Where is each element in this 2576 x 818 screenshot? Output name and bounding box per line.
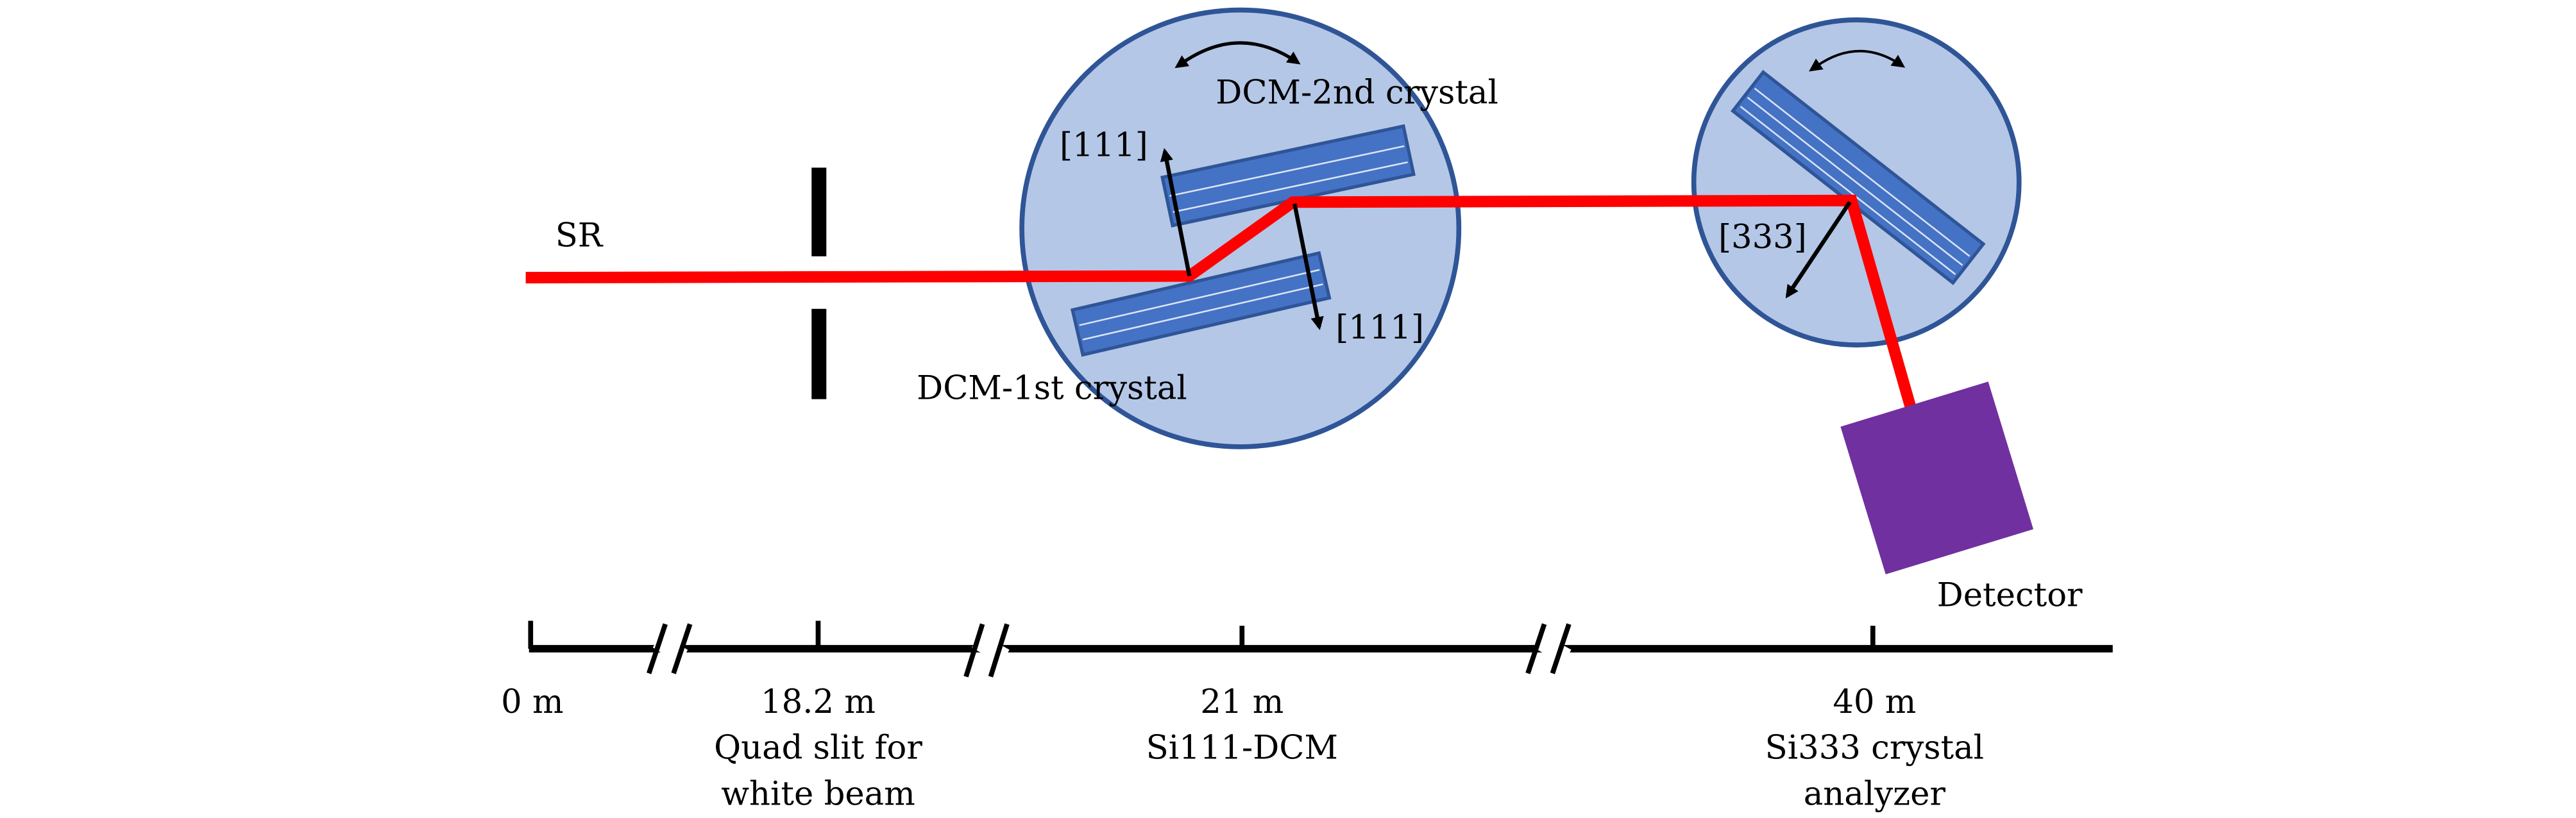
miller-arrow-analyzer-icon xyxy=(1785,201,1852,299)
miller-arrow-up-icon xyxy=(1160,147,1192,277)
dcm-1st-crystal xyxy=(1070,251,1332,357)
scale-desc-2a: Si111-DCM xyxy=(1146,729,1338,767)
miller-up-label: [111] xyxy=(1060,126,1148,165)
sr-label: SR xyxy=(555,216,604,255)
scale-distance-0: 0 m xyxy=(501,683,563,721)
scale-desc-1a: Quad slit for xyxy=(714,729,922,767)
dcm-2nd-label: DCM-2nd crystal xyxy=(1216,74,1498,112)
dcm-rotation-arrow-icon xyxy=(1174,41,1301,69)
x-ray-beam xyxy=(525,194,1917,409)
scale-desc-3a: Si333 crystal xyxy=(1765,729,1984,767)
scale-distance-1: 18.2 m xyxy=(761,683,876,721)
miller-analyzer-label: [333] xyxy=(1718,218,1807,256)
distance-scale xyxy=(528,621,2113,678)
dcm-2nd-crystal xyxy=(1160,124,1416,228)
scale-distance-2: 21 m xyxy=(1200,683,1284,721)
detector-label: Detector xyxy=(1937,576,2083,614)
detector xyxy=(1840,381,2033,574)
miller-arrow-down-icon xyxy=(1292,203,1324,330)
scale-desc-1b: white beam xyxy=(721,774,915,813)
miller-down-label: [111] xyxy=(1335,308,1424,347)
analyzer-rotation-arrow-icon xyxy=(1809,49,1906,72)
dcm-1st-label: DCM-1st crystal xyxy=(917,369,1187,408)
scale-desc-3b: analyzer xyxy=(1804,774,1946,813)
quad-slit-upper xyxy=(811,167,827,256)
quad-slit-lower xyxy=(811,308,827,399)
scale-distance-3: 40 m xyxy=(1833,683,1916,721)
